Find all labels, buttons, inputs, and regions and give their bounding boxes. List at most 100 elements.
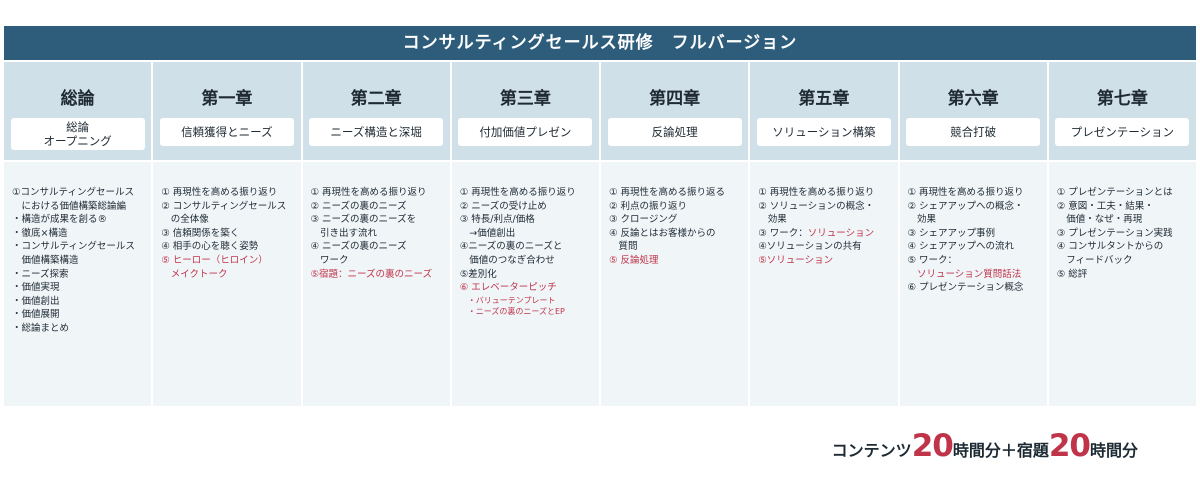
- chapter-title: 第七章: [1096, 89, 1148, 109]
- chapter-header: 第六章競合打破: [899, 62, 1047, 160]
- topic-item-highlight: ソリューション: [807, 227, 875, 239]
- topic-item: ③ プレゼンテーション実践: [1056, 227, 1173, 239]
- chapter-column: 第五章ソリューション構築 ① 再現性を高める振り返り ② ソリューションの概念・ 効…: [750, 62, 898, 406]
- footer-prefix: コンテンツ: [831, 441, 912, 460]
- topic-item: ⑤ソリューション: [758, 254, 834, 266]
- topic-item: ③ 特長/利点/価格: [459, 214, 535, 226]
- chapter-title: 第三章: [499, 89, 551, 109]
- total-hours-summary: コンテンツ20時間分＋宿題20時間分: [832, 428, 1138, 464]
- topic-item: ・バリューテンプレート: [459, 295, 556, 305]
- topic-item: ① 再現性を高める振り返り: [310, 187, 427, 198]
- topic-item: ①コンサルティングセールス: [12, 187, 134, 198]
- topic-item: ④ シェアアップへの流れ: [907, 241, 1015, 253]
- topic-item: ⑤ 総評: [1056, 268, 1088, 280]
- topic-item: 効果: [758, 214, 787, 226]
- footer-suffix: 時間分: [1089, 441, 1138, 460]
- topic-item: ② コンサルティングセールス: [161, 200, 287, 212]
- topic-item: ① 再現性を高める振り返り: [907, 187, 1024, 198]
- topic-item: ① 再現性を高める振り返り: [459, 187, 576, 198]
- topic-item: ・構造が成果を創る®: [12, 214, 108, 226]
- chapter-title: 第四章: [649, 89, 701, 109]
- topic-item: 質問: [609, 241, 638, 253]
- topic-item: ③ 信頼関係を築く: [161, 227, 240, 239]
- chapter-title: 総論: [60, 89, 95, 109]
- topic-item: ④ニーズの裏のニーズと: [459, 241, 563, 253]
- topic-item: ・ニーズの裏のニーズとEP: [459, 306, 565, 316]
- topic-item: ① 再現性を高める振り返る: [609, 187, 726, 198]
- topic-item: ・価値創出: [12, 295, 60, 307]
- chapter-column: 第三章付加価値プレゼン ① 再現性を高める振り返り ② ニーズの受け止め ③ 特長/利…: [451, 62, 599, 406]
- chapter-topic-list: ① 再現性を高める振り返り ② ニーズの受け止め ③ 特長/利点/価格 →価値創出 ④…: [451, 162, 599, 406]
- topic-item: 価値構築構造: [12, 254, 79, 266]
- topic-item: ・ニーズ探索: [12, 268, 69, 280]
- chapter-title: 第二章: [350, 89, 402, 109]
- chapter-topic-list: ① 再現性を高める振り返り ② ニーズの裏のニーズ ③ ニーズの裏のニーズを 引き出…: [302, 162, 450, 406]
- topic-item: ・徹底×構造: [12, 227, 68, 239]
- page-banner-title: コンサルティングセールス研修 フルバージョン: [4, 26, 1196, 60]
- topic-item: ② 意図・工夫・結果・: [1056, 200, 1154, 212]
- chapter-header: 第五章ソリューション構築: [750, 62, 898, 160]
- topic-item: における価値構築総論編: [12, 200, 127, 212]
- topic-item: ① プレゼンテーションとは: [1056, 187, 1173, 198]
- chapter-subtitle-box: 信頼獲得とニーズ: [159, 118, 294, 146]
- content-hours-number: 20: [911, 428, 954, 464]
- topic-item: ② シェアアップへの概念・: [907, 200, 1024, 212]
- topic-item-text: ③ ワーク：: [758, 227, 808, 239]
- topic-item: ② ソリューションの概念・: [758, 200, 875, 212]
- topic-item: ③ シェアアップ事例: [907, 227, 996, 239]
- topic-item: ⑥ エレベーターピッチ: [459, 282, 557, 294]
- topic-item: ⑤ 反論処理: [609, 254, 659, 266]
- chapter-topic-list: ①コンサルティングセールス における価値構築総論編・構造が成果を創る®・徹底×構…: [4, 162, 152, 406]
- topic-item: フィードバック: [1056, 254, 1133, 266]
- chapter-title: 第一章: [201, 89, 253, 109]
- chapter-title: 第五章: [798, 89, 850, 109]
- chapter-header: 第三章付加価値プレゼン: [451, 62, 599, 160]
- chapter-subtitle-box: 総論 オープニング: [10, 118, 145, 150]
- chapter-subtitle-box: ニーズ構造と深堀: [309, 118, 444, 146]
- chapter-subtitle-box: 反論処理: [607, 118, 742, 146]
- topic-item: ② 利点の振り返り: [609, 200, 688, 212]
- topic-item: ③ ワーク：ソリューション: [758, 227, 891, 241]
- chapter-header: 第二章ニーズ構造と深堀: [302, 62, 450, 160]
- topic-item: ・価値展開: [12, 309, 60, 321]
- chapter-header: 総論総論 オープニング: [4, 62, 152, 160]
- topic-item: ⑤ ワーク：: [907, 254, 958, 266]
- topic-item: 効果: [907, 214, 937, 226]
- chapter-header: 第四章反論処理: [601, 62, 749, 160]
- topic-item: ⑥ プレゼンテーション概念: [907, 282, 1024, 294]
- topic-item: ・価値実現: [12, 282, 60, 294]
- topic-item: ④ソリューションの共有: [758, 241, 862, 253]
- topic-item: ① 再現性を高める振り返り: [161, 187, 278, 198]
- topic-item: ・コンサルティングセールス: [12, 241, 135, 253]
- topic-item: ④ 相手の心を聴く姿勢: [161, 241, 259, 253]
- topic-item: メイクトーク: [161, 268, 228, 280]
- topic-item: ・総論まとめ: [12, 322, 70, 334]
- topic-item: ③ クロージング: [609, 214, 678, 226]
- topic-item: の全体像: [161, 214, 209, 226]
- topic-item: ソリューション質問話法: [907, 268, 1022, 280]
- topic-item: ④ コンサルタントからの: [1056, 241, 1164, 253]
- topic-item: ⑤宿題：ニーズの裏のニーズ: [310, 268, 433, 280]
- topic-item: ワーク: [310, 254, 349, 266]
- chapter-subtitle-box: ソリューション構築: [756, 118, 891, 146]
- chapter-subtitle-box: 競合打破: [906, 118, 1041, 146]
- topic-item: ④ ニーズの裏のニーズ: [310, 241, 407, 253]
- topic-item: ⑤差別化: [459, 268, 497, 280]
- topic-item: ① 再現性を高める振り返り: [758, 187, 875, 198]
- chapter-header: 第一章信頼獲得とニーズ: [153, 62, 301, 160]
- topic-item: ② ニーズの裏のニーズ: [310, 200, 407, 212]
- chapter-header: 第七章プレゼンテーション: [1048, 62, 1196, 160]
- topic-item: →価値創出: [459, 227, 516, 239]
- chapter-subtitle-box: プレゼンテーション: [1055, 118, 1190, 146]
- footer-mid: 時間分＋宿題: [952, 441, 1049, 460]
- topic-item: 引き出す流れ: [310, 227, 378, 239]
- topic-item: ③ ニーズの裏のニーズを: [310, 214, 417, 226]
- topic-item: ② ニーズの受け止め: [459, 200, 547, 212]
